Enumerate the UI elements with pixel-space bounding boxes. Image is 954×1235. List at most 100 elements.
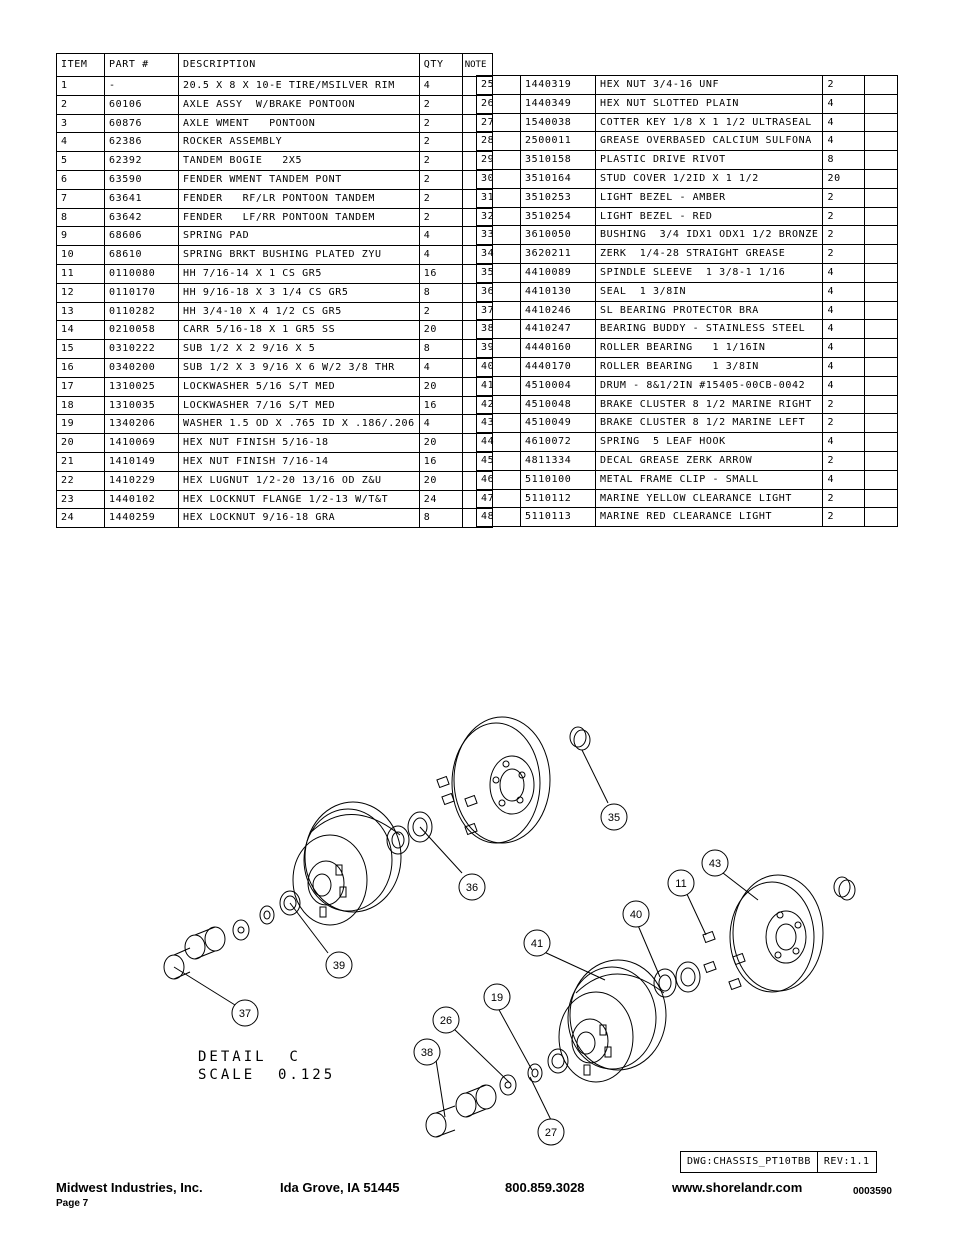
cell-qty: 16	[418, 263, 463, 284]
cell-description: DECAL GREASE ZERK ARROW	[594, 450, 824, 471]
cell-item: 11	[56, 263, 105, 284]
cell-item: 13	[56, 301, 105, 322]
callout-40: 40	[622, 900, 650, 928]
cell-part: 0110282	[104, 301, 179, 322]
table-header-row: ITEM PART # DESCRIPTION QTY NOTE	[56, 53, 493, 77]
cell-description: ROLLER BEARING 1 3/8IN	[594, 356, 824, 377]
cell-item: 4	[56, 132, 105, 153]
cell-description: HH 7/16-14 X 1 CS GR5	[178, 263, 420, 284]
cell-description: AXLE ASSY W/BRAKE PONTOON	[178, 94, 420, 115]
cell-qty: 4	[418, 414, 463, 435]
slotted-nut-upper	[232, 919, 250, 941]
cell-qty: 8	[418, 339, 463, 359]
seal-upper	[386, 811, 433, 855]
cell-qty: 8	[418, 282, 463, 303]
cell-item: 20	[56, 433, 105, 453]
callout-11: 11	[667, 869, 695, 897]
cell-qty: 24	[418, 489, 463, 510]
cell-description: AXLE WMENT PONTOON	[178, 113, 420, 134]
bearing-protector-upper	[163, 926, 226, 980]
cell-part: 3510254	[520, 206, 596, 227]
cell-part: 1410229	[104, 470, 179, 491]
cell-part: 1440102	[104, 489, 179, 510]
cell-note	[864, 281, 899, 302]
cell-part: 4510004	[520, 375, 596, 396]
cell-description: HEX NUT FINISH 5/16-18	[178, 433, 420, 453]
cell-part: 3510164	[520, 168, 596, 189]
cell-item: 32	[476, 206, 521, 227]
bearing-buddy-lower	[425, 1084, 497, 1138]
cell-description: SPRING 5 LEAF HOOK	[594, 432, 824, 452]
cell-description: HH 3/4-10 X 4 1/2 CS GR5	[178, 301, 420, 322]
cell-note	[864, 112, 899, 133]
cell-part: 63642	[104, 207, 179, 228]
cell-item: 41	[476, 375, 521, 396]
cell-item: 44	[476, 432, 521, 452]
footer-page-number: Page 7	[56, 1198, 89, 1209]
cell-note	[864, 488, 899, 509]
revision: REV:1.1	[823, 1156, 870, 1167]
cell-qty: 4	[822, 338, 866, 358]
cell-qty: 2	[822, 244, 866, 264]
cell-qty: 20	[418, 433, 463, 453]
cell-description: SPINDLE SLEEVE 1 3/8-1 1/16	[594, 262, 824, 283]
cell-note	[864, 300, 899, 321]
cell-qty: 20	[822, 168, 866, 189]
cell-description: LIGHT BEZEL - RED	[594, 206, 824, 227]
cell-item: 26	[476, 93, 521, 114]
cell-description: LIGHT BEZEL - AMBER	[594, 187, 824, 208]
cell-item: 19	[56, 414, 105, 435]
cell-qty: 4	[418, 245, 463, 265]
callout-43: 43	[701, 849, 729, 877]
slotted-nut-lower	[499, 1074, 517, 1096]
cell-description: BRAKE CLUSTER 8 1/2 MARINE LEFT	[594, 413, 824, 434]
cell-description: ROLLER BEARING 1 1/16IN	[594, 338, 824, 358]
cell-qty: 4	[822, 432, 866, 452]
cell-part: 62392	[104, 151, 179, 171]
hub-drum-upper	[292, 801, 402, 926]
cell-item: 24	[56, 508, 105, 529]
cell-item: 38	[476, 319, 521, 340]
cell-part: 63590	[104, 169, 179, 190]
cell-description: ROCKER ASSEMBLY	[178, 132, 420, 153]
footer-website[interactable]: www.shorelandr.com	[672, 1180, 803, 1195]
cell-description: METAL FRAME CLIP - SMALL	[594, 469, 824, 490]
cell-qty: 2	[418, 132, 463, 153]
cell-qty: 2	[822, 507, 866, 528]
cell-note	[864, 168, 899, 189]
cell-description: HEX NUT SLOTTED PLAIN	[594, 93, 824, 114]
cell-description: HEX LUGNUT 1/2-20 13/16 OD Z&U	[178, 470, 420, 491]
cell-qty: 16	[418, 395, 463, 416]
cell-part: 0310222	[104, 339, 179, 359]
cell-part: 1440259	[104, 508, 179, 529]
cell-item: 27	[476, 112, 521, 133]
cell-item: 25	[476, 75, 521, 95]
brake-drum-upper	[451, 716, 551, 844]
cell-item: 8	[56, 207, 105, 228]
cell-qty: 2	[822, 206, 866, 227]
cell-item: 3	[56, 113, 105, 134]
cell-item: 6	[56, 169, 105, 190]
cell-part: 1440349	[520, 93, 596, 114]
cell-description: SUB 1/2 X 2 9/16 X 5	[178, 339, 420, 359]
cell-description: MARINE YELLOW CLEARANCE LIGHT	[594, 488, 824, 509]
